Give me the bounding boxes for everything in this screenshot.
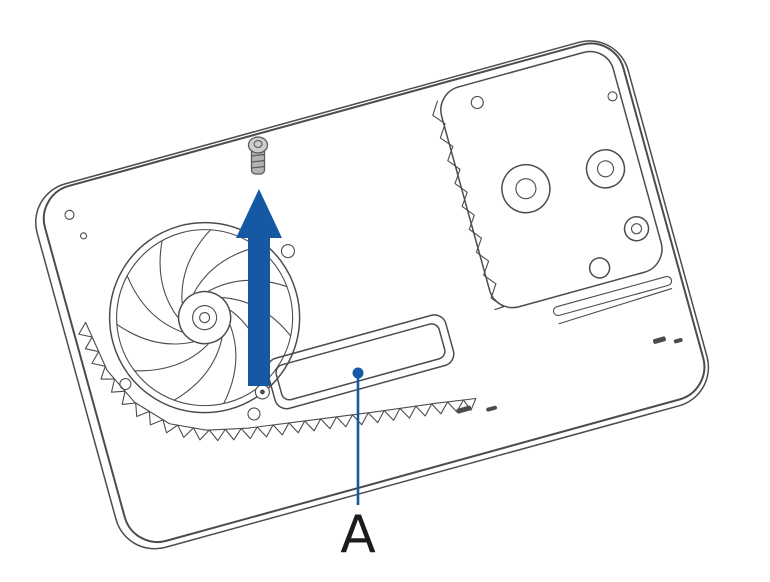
callout-label-a: A [340,505,376,565]
screw-thread [250,165,266,169]
side-vent-line [558,288,673,325]
fan-inner-ring [116,229,294,407]
callout-a: A [340,367,376,565]
port-dash [486,405,497,412]
vent-hole-inner [515,178,537,200]
removal-arrow-icon [236,189,282,386]
screw-thread [250,159,266,163]
screw-icon [247,136,269,175]
panel-serrated-edge [432,100,505,311]
screw-head [247,136,269,154]
console-face-outline [42,42,706,543]
panel-screw-hole [470,95,484,110]
expansion-slot-bay [266,314,455,410]
port-dash [456,405,472,414]
fan-mount-tab [280,244,295,259]
vent-hole [623,215,650,242]
vent-hole-inner [596,160,615,178]
screw-thread [250,153,266,157]
fan-mount-tab [247,407,261,421]
corner-screw-hole [80,232,88,240]
port-dash [673,338,683,344]
screw-head-detail [253,140,263,148]
port-dash [652,336,666,344]
up-arrow-shape [236,189,282,386]
slot-recess-outline [266,314,455,410]
console-shell-outline [34,40,710,550]
heatsink-fins [78,321,477,442]
fan-hub-inner [192,305,218,331]
panel-outline [440,50,663,309]
vent-hole [585,149,626,189]
panel-screw-hole [607,91,618,102]
vent-hole [501,163,551,214]
fan-hub-center [199,312,211,324]
slot-cover [275,323,446,401]
callout-dot [352,367,364,379]
drive-bay-panel [432,50,663,311]
standoff-center [260,389,265,395]
corner-screw-hole [64,209,75,220]
fan-outer-ring [108,221,301,414]
fan-hub [177,290,232,345]
vent-hole-inner [630,223,643,235]
vent-hole [588,257,611,279]
side-vent-slot [553,275,673,317]
console-illustration [34,40,710,550]
